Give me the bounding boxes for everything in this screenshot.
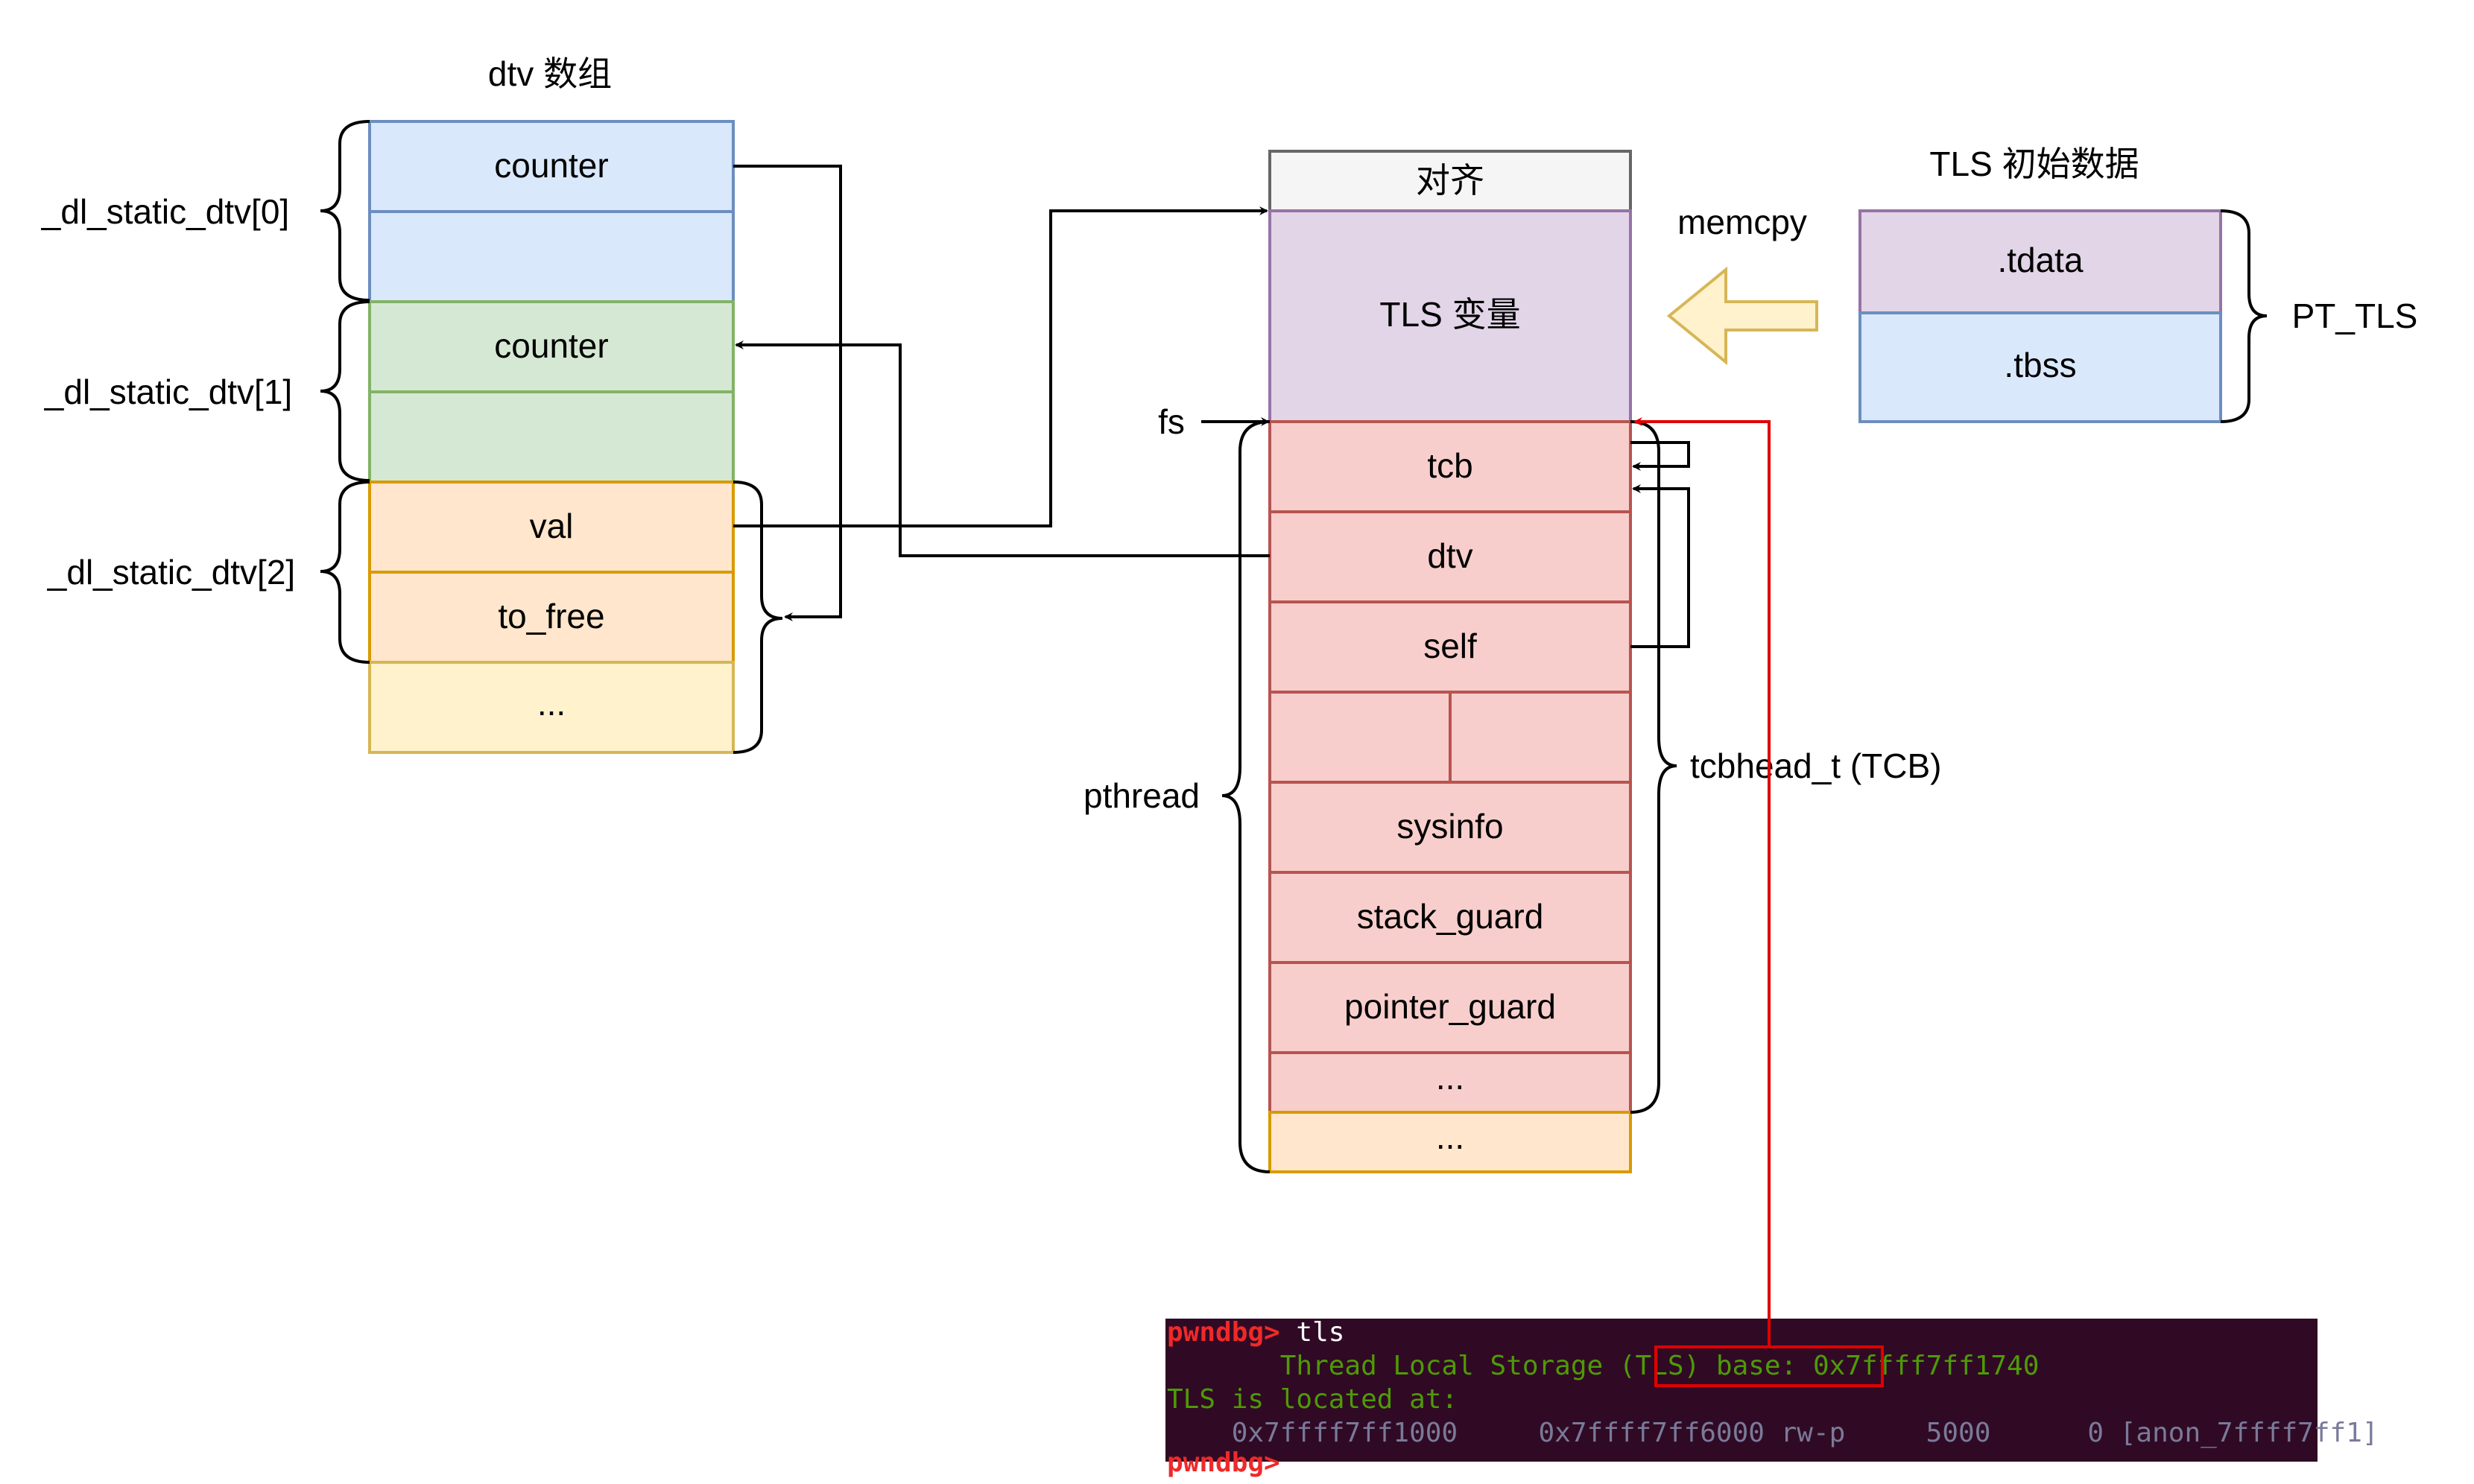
align-cell [1268, 150, 1632, 212]
pthread-cell-ellipsis [1268, 1111, 1632, 1173]
tls-init-title: TLS 初始数据 [1929, 145, 2139, 183]
align-text: 对齐 [1416, 161, 1484, 200]
tcb-cell-blank-right [1449, 691, 1632, 784]
tdata-text: .tdata [1997, 241, 2084, 279]
tcb-cell-ellipsis [1268, 1051, 1632, 1114]
tdata-cell [1858, 209, 2222, 314]
dtv-cell-text-5: to_free [498, 597, 604, 635]
brace-dtv-0 [320, 120, 370, 302]
dtv-cell-6 [368, 661, 735, 754]
dtv-array: counter counter val to_free ... [368, 120, 735, 754]
tcb-text-dtv: dtv [1427, 536, 1472, 575]
tls-vars-text: TLS 变量 [1379, 295, 1520, 334]
dtv-cell-4 [368, 481, 735, 574]
terminal-line-3: TLS is located at: [1167, 1384, 1458, 1415]
tcbhead-label: tcbhead_t (TCB) [1690, 746, 1941, 785]
dtv-cell-2 [368, 300, 735, 393]
arrow-val-to-tls-block [733, 206, 1268, 527]
brace-dtv-1 [320, 300, 370, 482]
dtv-cell-3 [368, 390, 735, 483]
dtv-group-label-0: _dl_static_dtv[0] [41, 192, 289, 231]
terminal-prompt: pwndbg> [1167, 1317, 1280, 1348]
dtv-cell-5 [368, 571, 735, 664]
tcb-text-tcb: tcb [1427, 446, 1472, 485]
dtv-group-label-1: _dl_static_dtv[1] [44, 372, 292, 411]
terminal-line-4: 0x7ffff7ff1000 0x7ffff7ff6000 rw-p 5000 … [1167, 1418, 2379, 1448]
dtv-cell-0 [368, 120, 735, 213]
terminal-snippet: pwndbg> tls Thread Local Storage (TLS) b… [1165, 1317, 2379, 1478]
terminal-line-2: Thread Local Storage (TLS) base: 0x7ffff… [1167, 1351, 2120, 1381]
tcb-cell-tcb [1268, 420, 1632, 513]
terminal-command: tls [1280, 1317, 1345, 1348]
tcb-text-stack-guard: stack_guard [1357, 897, 1544, 936]
pt-tls-label: PT_TLS [2292, 297, 2418, 335]
dtv-cell-text-2: counter [494, 326, 608, 365]
brace-pthread [1221, 420, 1271, 1173]
brace-pt-tls [2220, 209, 2268, 423]
pthread-text-ellipsis: ... [1436, 1117, 1464, 1156]
memcpy-label: memcpy [1677, 203, 1807, 241]
arrow-counter-to-to-free [733, 165, 842, 621]
fs-label: fs [1158, 402, 1185, 441]
dtv-group-braces [320, 120, 370, 664]
tbss-cell [1858, 311, 2222, 423]
pthread-label: pthread [1083, 776, 1200, 815]
arrow-tcb-self-loop [1630, 441, 1690, 471]
terminal-tls-base-label: Thread Local Storage (TLS) base: [1280, 1351, 1813, 1381]
dtv-cell-text-4: val [530, 507, 574, 545]
brace-tcbhead [1630, 420, 1677, 1114]
dtv-array-title: dtv 数组 [488, 54, 612, 93]
terminal-line-5: pwndbg> [1167, 1447, 1280, 1478]
tcb-cell-self [1268, 600, 1632, 694]
terminal-bg [1165, 1319, 2318, 1462]
tbss-text: .tbss [2004, 346, 2076, 384]
tcb-cell-sysinfo [1268, 781, 1632, 874]
tcb-text-self: self [1423, 627, 1477, 665]
tls-block: 对齐 TLS 变量 tcb dtv self sysinfo stack_gua… [1268, 150, 1632, 1173]
dtv-group-label-2: _dl_static_dtv[2] [47, 553, 295, 592]
dtv-cell-text-6: ... [537, 684, 566, 723]
tcb-text-ellipsis: ... [1436, 1058, 1464, 1097]
tcb-cell-stack-guard [1268, 871, 1632, 964]
arrow-tls-base-to-tcb [1633, 417, 1771, 1347]
terminal-line-1: pwndbg> tls [1167, 1317, 1344, 1348]
dtv-cell-text-0: counter [494, 146, 608, 185]
tcb-cell-blank-left [1268, 691, 1452, 784]
arrow-self-to-tcb [1630, 484, 1690, 648]
terminal-tls-base-value: 0x7ffff7ff1740 [1813, 1351, 2039, 1381]
brace-val-area [733, 481, 783, 754]
arrow-dtv-field-to-counter [735, 340, 1270, 557]
memcpy-arrow [1666, 266, 1818, 366]
brace-dtv-2 [320, 481, 370, 664]
tcb-text-pointer-guard: pointer_guard [1344, 987, 1556, 1026]
tcb-text-sysinfo: sysinfo [1396, 807, 1503, 846]
dtv-cell-1 [368, 210, 735, 303]
